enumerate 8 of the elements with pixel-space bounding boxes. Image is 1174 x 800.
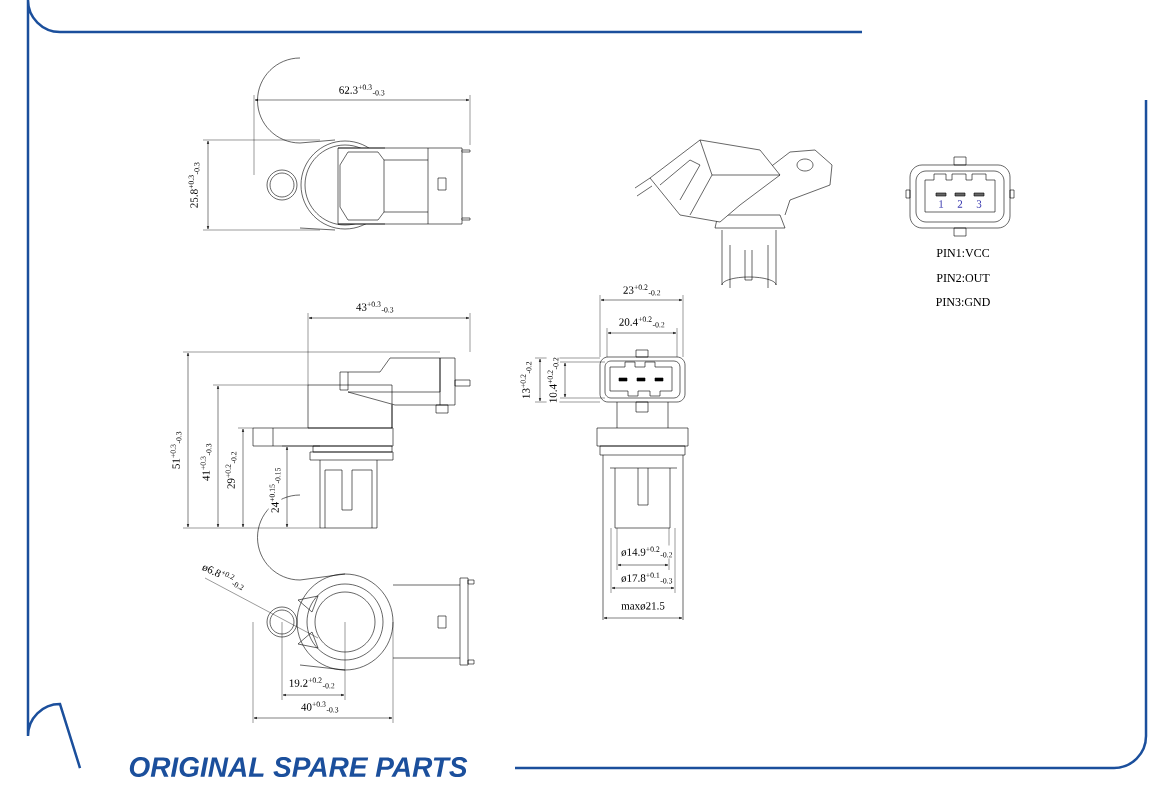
pin-label: PIN2:OUT <box>936 273 990 283</box>
slogan: ORIGINAL SPARE PARTS <box>129 757 468 777</box>
pin-number: 2 <box>957 200 963 208</box>
pin-number: 1 <box>939 200 944 208</box>
pin-label: PIN1:VCC <box>936 248 989 258</box>
pin-number: 3 <box>976 200 982 208</box>
pin-label: PIN3:GND <box>936 297 990 307</box>
dimension-label: maxø21.5 <box>620 601 666 611</box>
